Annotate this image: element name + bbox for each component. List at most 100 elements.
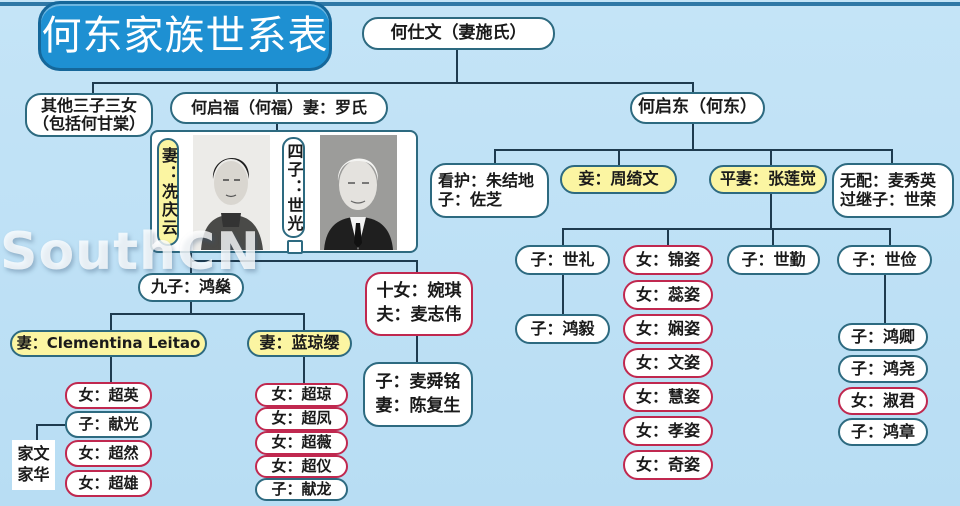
node-label: 子：献光 bbox=[78, 414, 139, 433]
node-ninth-son-hung-sun: 九子：鸿燊 bbox=[138, 273, 244, 302]
connector bbox=[494, 149, 496, 163]
node-other-children: 其他三子三女 （包括何甘棠） bbox=[25, 93, 153, 137]
node-label: 何启东（何东） bbox=[638, 97, 757, 118]
node-wife-mak-sau-ying: 无配：麦秀英 过继子：世荣 bbox=[832, 163, 954, 218]
node-label: 女：超然 bbox=[78, 443, 139, 462]
node-label: 女：孝姿 bbox=[635, 420, 700, 440]
daughter-node: 女：娴姿 bbox=[623, 314, 713, 344]
node-son-sai-kan: 子：世勤 bbox=[727, 245, 820, 275]
node-label: 何仕文（妻施氏） bbox=[390, 22, 527, 43]
connector bbox=[770, 194, 772, 228]
connector bbox=[692, 124, 694, 149]
node-label-line2: 夫：麦志伟 bbox=[376, 305, 462, 325]
child-node: 女：超雄 bbox=[65, 470, 152, 497]
node-label-line2: 妻：陈复生 bbox=[375, 395, 461, 416]
connector bbox=[36, 424, 38, 440]
connector bbox=[416, 260, 418, 272]
connector bbox=[692, 82, 694, 92]
daughter-node: 女：文姿 bbox=[623, 348, 713, 378]
wife-pill-sin-hing-wan: 妻：冼庆云 bbox=[157, 138, 179, 246]
node-label: 女：文姿 bbox=[635, 352, 700, 372]
node-tenth-daughter-son: 子：麦舜铭 妻：陈复生 bbox=[363, 362, 473, 427]
node-wife-lam-king-ying: 妻：蓝琼缨 bbox=[247, 330, 352, 357]
connector bbox=[276, 124, 278, 130]
node-label: 妾：周绮文 bbox=[578, 169, 659, 189]
child-node: 子：献龙 bbox=[255, 478, 348, 501]
label-line2: 家华 bbox=[17, 465, 50, 484]
node-label: 妻：Clementina Leitao bbox=[16, 333, 201, 352]
connector bbox=[190, 302, 192, 313]
node-label: 子：鸿毅 bbox=[530, 318, 595, 338]
connector bbox=[303, 313, 305, 330]
node-label-line1: 看护：朱结地 bbox=[438, 171, 535, 191]
connector bbox=[416, 336, 418, 362]
node-label: 女：超薇 bbox=[271, 433, 332, 452]
connector bbox=[770, 149, 772, 165]
node-label: 女：淑君 bbox=[850, 390, 915, 410]
child-node: 女：淑君 bbox=[838, 387, 928, 415]
chart-title: 何东家族世系表 bbox=[38, 1, 332, 71]
connector bbox=[190, 260, 418, 262]
node-label: 平妻：张莲觉 bbox=[719, 169, 816, 189]
daughter-node: 女：孝姿 bbox=[623, 416, 713, 446]
child-node: 女：超薇 bbox=[255, 431, 348, 455]
connector bbox=[110, 357, 112, 382]
node-grandson-hung-ngai: 子：鸿毅 bbox=[515, 314, 610, 344]
node-label: 何启福（何福）妻：罗氏 bbox=[190, 97, 367, 117]
child-node: 女：超仪 bbox=[255, 455, 348, 478]
node-ho-kai-fuk: 何启福（何福）妻：罗氏 bbox=[170, 92, 388, 124]
man-portrait-image bbox=[320, 135, 397, 250]
daughter-node: 女：慧姿 bbox=[623, 382, 713, 412]
connector bbox=[889, 228, 891, 245]
connector bbox=[36, 424, 66, 426]
child-node: 子：鸿尧 bbox=[838, 355, 928, 383]
node-label: 子：鸿章 bbox=[850, 421, 915, 441]
daughter-node: 女：蕊姿 bbox=[623, 280, 713, 310]
node-label: 女：奇姿 bbox=[635, 454, 700, 474]
connector bbox=[562, 275, 564, 314]
connector bbox=[618, 149, 620, 165]
node-son-sai-lai: 子：世礼 bbox=[515, 245, 610, 275]
child-node: 女：超英 bbox=[65, 382, 152, 409]
connector bbox=[562, 228, 891, 230]
son-pill-sai-kwong: 四子：世光 bbox=[282, 137, 305, 238]
node-label-line1: 其他三子三女 bbox=[40, 95, 137, 115]
node-son-sai-kim: 子：世俭 bbox=[837, 245, 932, 275]
node-ho-kai-tung: 何启东（何东） bbox=[630, 92, 765, 124]
node-label: 子：鸿尧 bbox=[850, 358, 915, 378]
child-node: 子：鸿章 bbox=[838, 418, 928, 446]
connector bbox=[667, 228, 669, 245]
node-label: 子：鸿卿 bbox=[850, 326, 915, 346]
daughter-node: 女：锦姿 bbox=[623, 245, 713, 275]
connector bbox=[891, 149, 893, 163]
watermark-southcn: SouthCN bbox=[0, 222, 261, 282]
node-wife-clementina-leitao: 妻：Clementina Leitao bbox=[10, 330, 207, 357]
node-label: 妻：蓝琼缨 bbox=[259, 333, 340, 353]
node-label: 女：超仪 bbox=[271, 456, 332, 475]
connector bbox=[92, 82, 94, 93]
node-label: 女：超雄 bbox=[78, 473, 139, 492]
child-node: 女：超凤 bbox=[255, 407, 348, 431]
node-label: 女：娴姿 bbox=[635, 318, 700, 338]
connector bbox=[110, 313, 305, 315]
node-label: 子：献龙 bbox=[271, 479, 332, 498]
node-label: 子：世勤 bbox=[741, 249, 806, 269]
node-label: 女：蕊姿 bbox=[635, 284, 700, 304]
node-label-line2: 子：佐芝 bbox=[438, 189, 503, 209]
node-label: 子：世俭 bbox=[852, 249, 917, 269]
node-label: 女：慧姿 bbox=[635, 386, 700, 406]
node-label: 九子：鸿燊 bbox=[150, 277, 231, 297]
connector bbox=[110, 313, 112, 330]
grandchildren-label: 家文 家华 bbox=[12, 440, 55, 490]
child-node: 女：超琼 bbox=[255, 383, 348, 407]
node-label-line2: （包括何甘棠） bbox=[32, 114, 145, 133]
small-square-marker bbox=[287, 240, 303, 254]
connector bbox=[884, 275, 886, 323]
connector bbox=[494, 149, 893, 151]
node-tenth-daughter: 十女：婉琪 夫：麦志伟 bbox=[365, 272, 473, 336]
connector bbox=[190, 253, 192, 273]
connector bbox=[772, 228, 774, 245]
label-line1: 家文 bbox=[17, 444, 50, 464]
node-nurse-chu-kit-tei: 看护：朱结地 子：佐芝 bbox=[430, 163, 549, 218]
node-label: 女：超琼 bbox=[271, 385, 332, 404]
